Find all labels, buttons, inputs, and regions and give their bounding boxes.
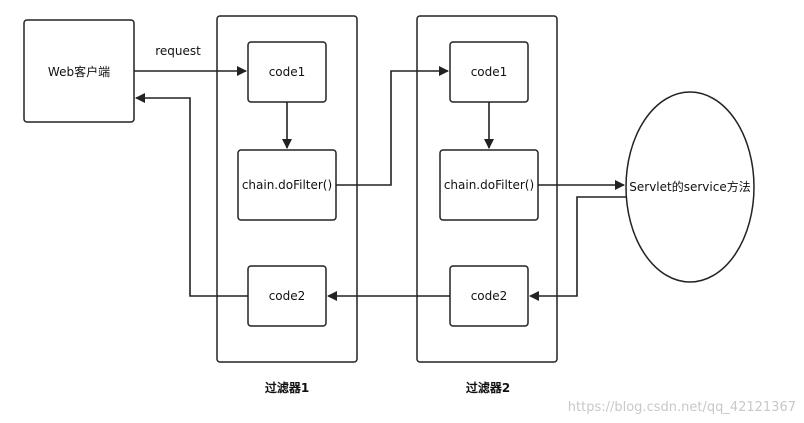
filter1-code2-label: code2 [269, 289, 306, 303]
filter1-dofilter-label: chain.doFilter() [242, 178, 332, 192]
servlet-label: Servlet的service方法 [629, 179, 750, 194]
request-label: request [155, 44, 201, 58]
arrow-servlet-return [529, 196, 626, 301]
filter1-container [216, 15, 358, 363]
arrow-response-to-client [135, 93, 248, 297]
filter2-title: 过滤器2 [466, 380, 510, 395]
filter2-code2-label: code2 [471, 289, 508, 303]
filter2-container [416, 15, 558, 363]
filter1-code1-label: code1 [269, 65, 306, 79]
servlet-ellipse [625, 91, 755, 283]
filter2-code1-label: code1 [471, 65, 508, 79]
arrow-filter1-to-filter2 [336, 66, 449, 186]
web-client-label: Web客户端 [48, 64, 110, 79]
filter2-dofilter-label: chain.doFilter() [444, 178, 534, 192]
filter1-title: 过滤器1 [265, 380, 309, 395]
watermark-text: https://blog.csdn.net/qq_42121367 [568, 400, 796, 415]
